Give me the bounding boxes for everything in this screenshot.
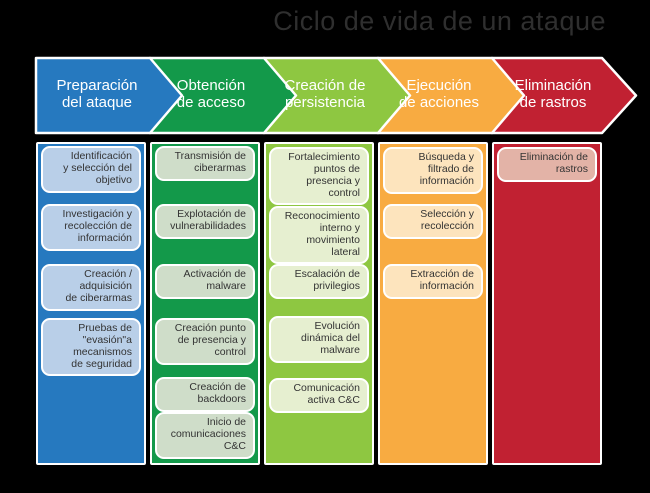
phase-item-box: Inicio de comunicaciones C&C	[155, 412, 255, 459]
phase-item-box: Comunicación activa C&C	[269, 378, 369, 413]
phase-item-box: Investigación y recolección de informaci…	[41, 204, 141, 251]
phase-header-label-obtencion: Obtención de acceso	[176, 77, 246, 112]
phase-item-box: Identificación y selección del objetivo	[41, 146, 141, 193]
diagram-title: Ciclo de vida de un ataque	[273, 6, 606, 36]
phase-item-box: Creación de backdoors	[155, 377, 255, 412]
phase-item-box: Creación punto de presencia y control	[155, 318, 255, 365]
phase-item-box: Evolución dinámica del malware	[269, 316, 369, 363]
phase-item-box: Transmisión de ciberarmas	[155, 146, 255, 181]
phase-column-persistencia: Fortalecimiento puntos de presencia y co…	[264, 142, 374, 465]
phase-item-box: Activación de malware	[155, 264, 255, 299]
phase-item-box: Reconocimiento interno y movimiento late…	[269, 206, 369, 265]
phase-header-label-preparacion: Preparación del ataque	[56, 77, 138, 112]
phase-item-box: Creación / adquisición de ciberarmas	[41, 264, 141, 311]
phase-item-box: Selección y recolección	[383, 204, 483, 239]
phase-column-eliminacion: Eliminación de rastros	[492, 142, 602, 465]
phase-item-box: Explotación de vulnerabilidades	[155, 204, 255, 239]
phase-header-label-ejecucion: Ejecución de acciones	[398, 77, 480, 112]
phase-item-box: Búsqueda y filtrado de información	[383, 147, 483, 194]
phase-arrow-preparacion	[34, 56, 184, 135]
phase-item-box: Extracción de información	[383, 264, 483, 299]
phase-item-box: Fortalecimiento puntos de presencia y co…	[269, 147, 369, 206]
phase-header-label-persistencia: Creación de persistencia	[284, 77, 366, 112]
phase-item-box: Escalación de privilegios	[269, 264, 369, 299]
phase-header-label-eliminacion: Eliminación de rastros	[514, 77, 592, 112]
phase-item-box: Pruebas de "evasión"a mecanismos de segu…	[41, 318, 141, 377]
phase-item-box: Eliminación de rastros	[497, 147, 597, 182]
phase-arrows-band	[34, 56, 638, 135]
